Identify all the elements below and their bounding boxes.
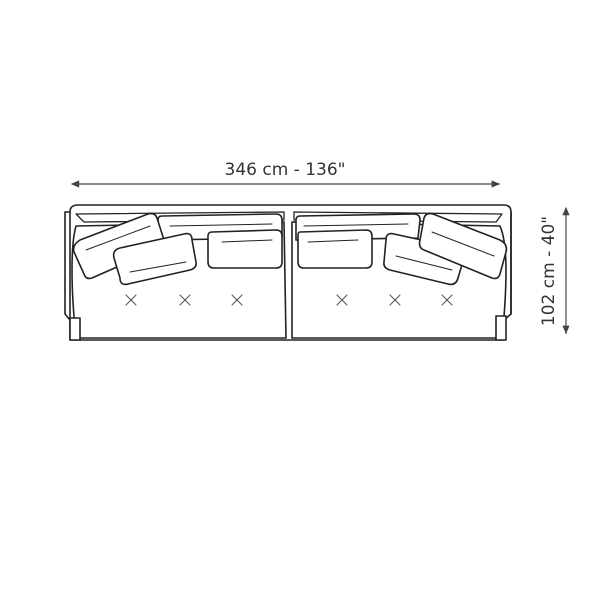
seat-tufts: [125, 294, 453, 306]
tuft-cross-icon: [336, 294, 348, 306]
left-pillow-angled-2: [112, 232, 197, 286]
tuft-cross-icon: [441, 294, 453, 306]
width-dimension: 346 cm - 136": [70, 160, 500, 188]
tuft-cross-icon: [179, 294, 191, 306]
depth-label: 102 cm - 40": [539, 216, 559, 326]
right-pillow-angled-1: [418, 212, 508, 280]
tuft-cross-icon: [231, 294, 243, 306]
right-arm-foot: [495, 315, 507, 341]
left-pillow-front: [207, 229, 283, 269]
tuft-cross-icon: [389, 294, 401, 306]
right-pillow-front: [297, 229, 373, 269]
tuft-cross-icon: [125, 294, 137, 306]
sofa-outline: [64, 204, 512, 341]
left-back-rail: [75, 211, 285, 223]
width-label: 346 cm - 136": [225, 160, 346, 180]
arm-edges: [69, 211, 512, 321]
depth-dimension: 102 cm - 40": [539, 206, 570, 334]
left-arm-foot: [69, 317, 81, 341]
